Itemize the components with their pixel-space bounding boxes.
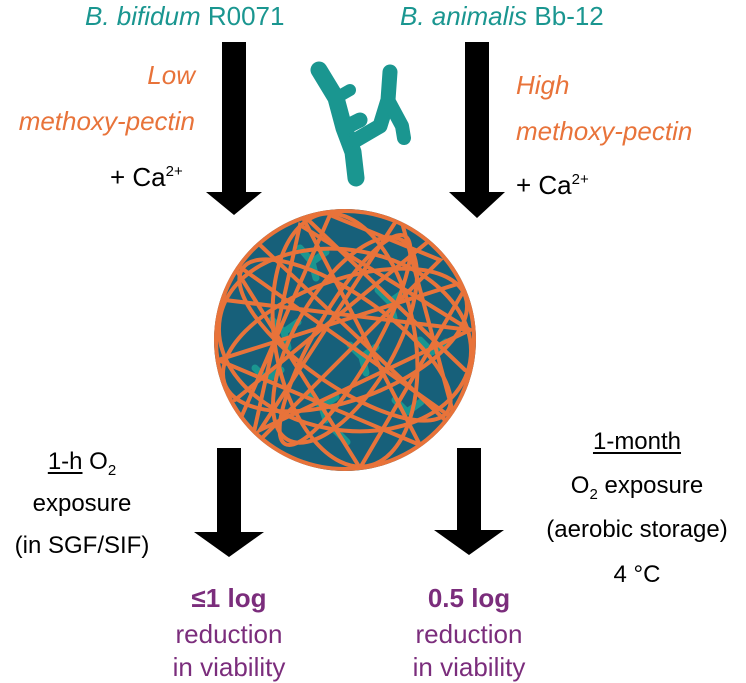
strain-code: Bb-12: [534, 1, 604, 31]
exposure-word: exposure: [604, 472, 704, 499]
exposure-left-line1: 1-h O2: [47, 448, 116, 479]
oxygen-subscript: 2: [107, 462, 117, 479]
calcium-base: + Ca: [516, 170, 572, 200]
strain-genus: B. bifidum: [85, 1, 201, 31]
result-right-value: 0.5 log: [427, 583, 511, 613]
result-left-line2: reduction: [175, 619, 283, 649]
calcium-charge: 2+: [165, 163, 183, 180]
down-arrow-icon: [449, 42, 505, 218]
exposure-right-duration: 1-month: [592, 428, 682, 455]
exposure-left-line2: exposure: [32, 490, 132, 517]
strain-label-right: B. animalis Bb-12: [400, 3, 604, 29]
calcium-label-left: + Ca2+: [110, 164, 183, 190]
encapsulation-bead-icon: [214, 209, 476, 471]
exposure-right-line2: O2 exposure: [570, 472, 704, 503]
strain-label-left: B. bifidum R0071: [85, 3, 284, 29]
result-left-value: ≤1 log: [191, 583, 267, 613]
oxygen-symbol: O: [89, 448, 108, 475]
pectin-left-line2: methoxy-pectin: [18, 106, 195, 136]
result-right-line2: reduction: [415, 619, 523, 649]
oxygen-symbol: O: [570, 472, 590, 499]
strain-genus: B. animalis: [400, 1, 528, 31]
calcium-base: + Ca: [110, 162, 166, 192]
calcium-charge: 2+: [571, 171, 589, 188]
calcium-label-right: + Ca2+: [516, 172, 589, 198]
exposure-left-line3: (in SGF/SIF): [14, 532, 150, 559]
result-left-line3: in viability: [172, 652, 286, 682]
oxygen-subscript: 2: [589, 486, 598, 503]
pectin-right-line1: High: [516, 70, 570, 100]
pectin-left-line1: Low: [147, 60, 195, 90]
strain-code: R0071: [207, 1, 285, 31]
result-right-line3: in viability: [412, 652, 526, 682]
down-arrow-icon: [434, 448, 504, 555]
bifidobacterium-icon: [310, 61, 411, 187]
down-arrow-icon: [206, 42, 262, 215]
exposure-duration: 1-h: [47, 448, 83, 475]
pectin-right-line2: methoxy-pectin: [516, 116, 693, 146]
exposure-right-line4: 4 °C: [613, 561, 661, 588]
exposure-right-line3: (aerobic storage): [546, 516, 728, 543]
down-arrow-icon: [194, 448, 264, 557]
